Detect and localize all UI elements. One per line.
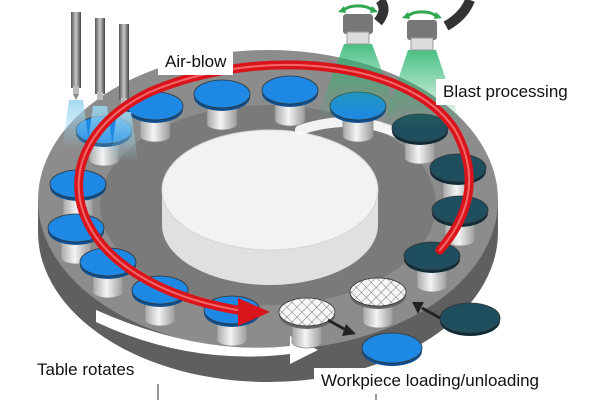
transfer-arrow-icon [412, 302, 441, 320]
loose-workpiece [439, 302, 501, 336]
platform-top [161, 129, 379, 251]
workpiece-ring [47, 75, 501, 366]
workpiece-disc [361, 332, 423, 364]
blast-spray [316, 44, 400, 120]
air-blow-label: Air-blow [158, 49, 234, 75]
workpiece [278, 297, 336, 349]
workpiece [261, 75, 319, 127]
workpiece-disc [429, 153, 487, 183]
air-nozzle-icon [62, 12, 90, 150]
inner-rotation-arrow-icon [96, 310, 318, 364]
workpiece-disc [261, 75, 319, 105]
workpiece-disc [439, 302, 501, 334]
blast-gun-icon [338, 0, 389, 45]
transfer-arrow-icon [327, 318, 356, 336]
center-platform [161, 129, 379, 285]
blast-gun-icon [402, 0, 475, 51]
table-rotates-label: Table rotates [30, 357, 142, 383]
loose-workpiece [361, 332, 423, 366]
workpiece-disc [349, 277, 407, 307]
blast-guns [316, 0, 475, 128]
workpiece [193, 79, 251, 131]
workpiece-disc [403, 241, 461, 271]
workpiece [349, 277, 407, 329]
workpiece-disc [278, 297, 336, 327]
air-nozzles [62, 12, 138, 162]
blast-processing-label: Blast processing [436, 79, 575, 105]
workpiece-loading-label: Workpiece loading/unloading [314, 368, 547, 394]
workpiece-disc [193, 79, 251, 109]
